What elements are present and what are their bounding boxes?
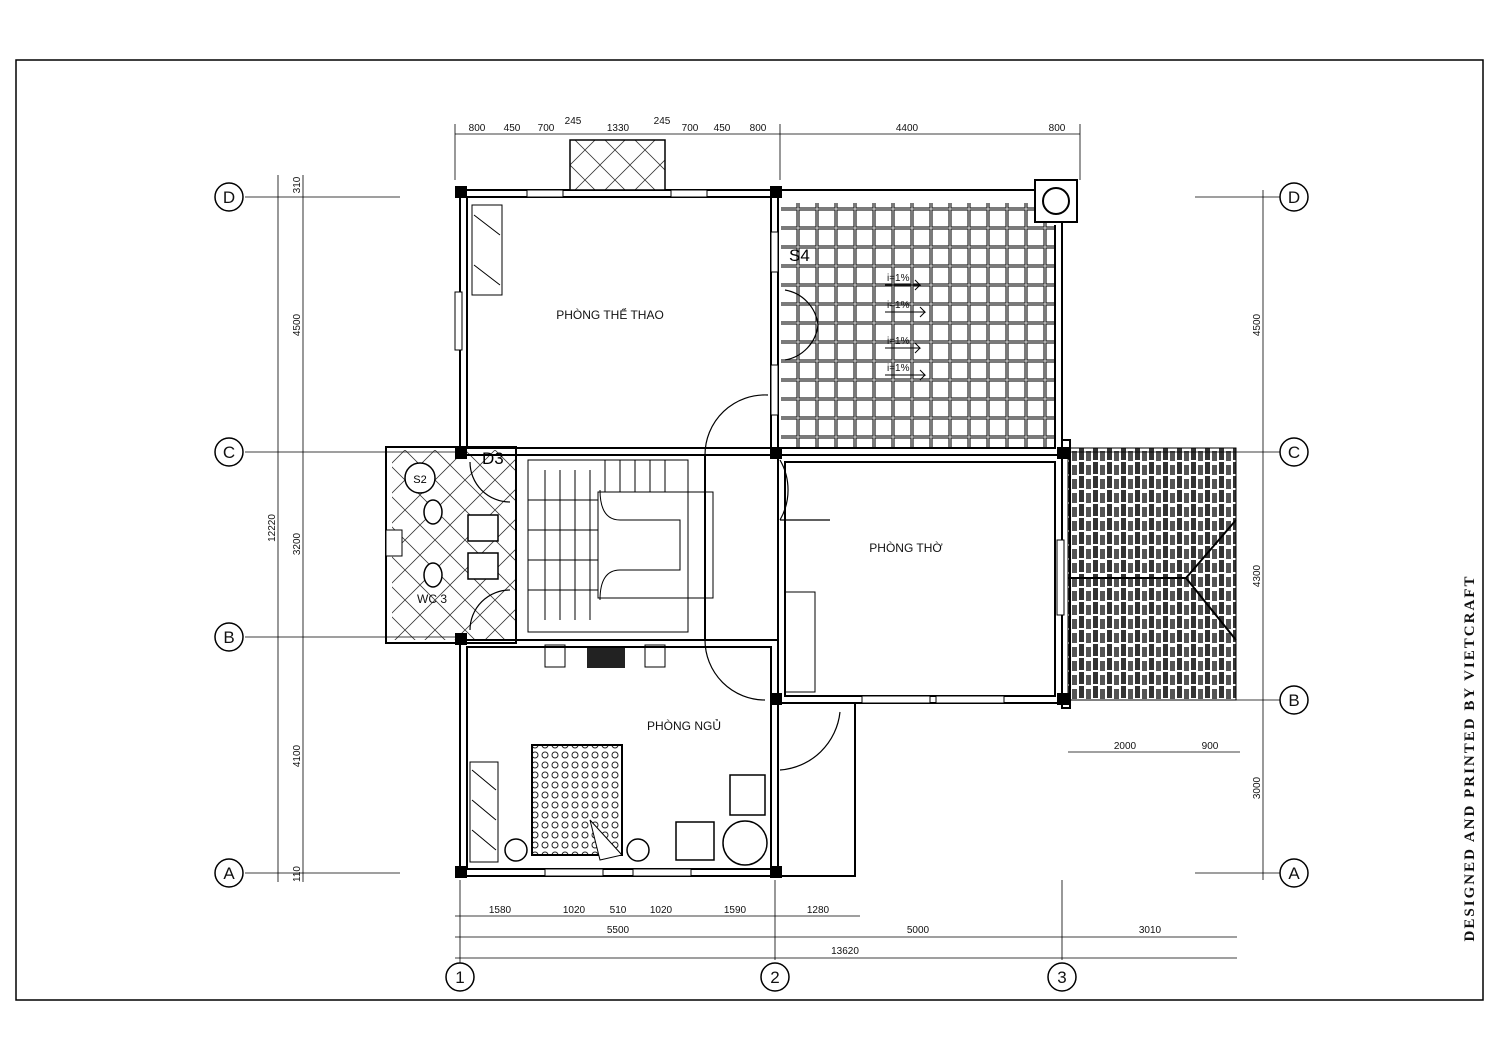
dim-bottom: 1590 bbox=[724, 905, 747, 916]
dim-left: 4500 bbox=[292, 313, 303, 336]
dim-left: 4100 bbox=[292, 744, 303, 767]
grid-bubbles-bottom bbox=[445, 962, 1077, 992]
dims-bottom: 1580 1020 510 1020 1590 1280 5500 5000 3… bbox=[489, 905, 1162, 957]
dim-left: 110 bbox=[292, 866, 303, 882]
dim-bottom: 5000 bbox=[907, 925, 930, 936]
grid-label-c-right: C bbox=[1288, 443, 1300, 462]
dim-left-total: 12220 bbox=[267, 514, 278, 542]
tag-s4: S4 bbox=[789, 246, 810, 265]
armchair-1 bbox=[729, 774, 766, 816]
dim-right: 4300 bbox=[1252, 564, 1263, 587]
wardrobe-sports bbox=[471, 204, 503, 296]
dim-bottom-total: 13620 bbox=[831, 946, 859, 957]
dim-top: 700 bbox=[538, 123, 555, 134]
room-label-wc: WC 3 bbox=[417, 592, 447, 606]
grid-label-b-right: B bbox=[1288, 691, 1299, 710]
dim-left: 310 bbox=[292, 176, 303, 193]
roof-ridge bbox=[1068, 519, 1237, 641]
dim-bottom: 1580 bbox=[489, 905, 512, 916]
dim-bottom: 510 bbox=[610, 905, 627, 916]
wardrobe-bedroom bbox=[469, 761, 499, 863]
room-label-bedroom: PHÒNG NGỦ bbox=[647, 718, 721, 733]
slope-mark: i=1% bbox=[887, 336, 910, 347]
dims-top: 800 450 700 245 1330 245 700 450 800 440… bbox=[469, 116, 1066, 134]
dim-bottom: 5500 bbox=[607, 925, 630, 936]
dim-roof: 2000 bbox=[1114, 741, 1137, 752]
dim-left: 3200 bbox=[292, 532, 303, 555]
room-label-worship: PHÒNG THỜ bbox=[869, 540, 943, 555]
dims-right: 4500 4300 3000 2000 900 bbox=[1114, 313, 1263, 799]
armchair-2 bbox=[675, 821, 715, 861]
grid-label-a: A bbox=[223, 864, 235, 883]
nightstand-lamp-left bbox=[504, 838, 528, 862]
dim-bottom: 3010 bbox=[1139, 925, 1162, 936]
dim-top: 800 bbox=[750, 123, 767, 134]
slope-arrows bbox=[885, 279, 927, 381]
bed-fold bbox=[589, 819, 623, 861]
round-table bbox=[722, 820, 768, 866]
dims-left: 12220 310 4500 3200 4100 110 bbox=[267, 176, 303, 882]
dim-right: 3000 bbox=[1252, 776, 1263, 799]
toilet-2-icon bbox=[423, 562, 443, 588]
bed bbox=[531, 744, 623, 856]
grid-label-d: D bbox=[223, 188, 235, 207]
altar-table bbox=[784, 591, 816, 693]
windows bbox=[385, 189, 1065, 877]
staircase bbox=[527, 459, 714, 633]
top-balcony bbox=[569, 139, 666, 191]
dim-top: 700 bbox=[682, 123, 699, 134]
grid-label-d-right: D bbox=[1288, 188, 1300, 207]
slope-mark: i=1% bbox=[887, 300, 910, 311]
grid-bubbles-left bbox=[214, 182, 244, 888]
dim-roof: 900 bbox=[1202, 741, 1219, 752]
terrace-tile-floor bbox=[781, 203, 1056, 448]
structural-columns bbox=[455, 186, 1069, 878]
dim-top: 800 bbox=[1049, 123, 1066, 134]
grid-bubbles-right bbox=[1279, 182, 1309, 888]
dim-top: 800 bbox=[469, 123, 486, 134]
credit-text: DESIGNED AND PRINTED BY VIETCRAFT bbox=[1462, 575, 1478, 942]
grid-label-1: 1 bbox=[455, 968, 464, 987]
toilet-1-icon bbox=[423, 499, 443, 525]
chimney-flue bbox=[1042, 187, 1070, 215]
slope-mark: i=1% bbox=[887, 273, 910, 284]
sheet-border bbox=[15, 59, 1484, 1001]
grid-label-2: 2 bbox=[770, 968, 779, 987]
slope-mark: i=1% bbox=[887, 363, 910, 374]
door-swings bbox=[469, 289, 841, 771]
grid-label-b: B bbox=[223, 628, 234, 647]
dim-top: 245 bbox=[654, 116, 671, 127]
grid-label-c: C bbox=[223, 443, 235, 462]
dim-top: 450 bbox=[504, 123, 521, 134]
shower-icon bbox=[404, 462, 436, 494]
dim-top: 4400 bbox=[896, 123, 919, 134]
grid-label-a-right: A bbox=[1288, 864, 1300, 883]
sink-2-icon bbox=[467, 552, 499, 580]
chair-right bbox=[644, 644, 666, 668]
dim-top: 450 bbox=[714, 123, 731, 134]
dim-bottom: 1020 bbox=[650, 905, 673, 916]
tag-d3: D3 bbox=[482, 449, 504, 468]
grid-label-3: 3 bbox=[1057, 968, 1066, 987]
tv-cabinet bbox=[587, 648, 625, 668]
dim-bottom: 1020 bbox=[563, 905, 586, 916]
tag-s2: S2 bbox=[413, 474, 426, 486]
chimney bbox=[1034, 179, 1078, 223]
nightstand-lamp-right bbox=[626, 838, 650, 862]
dim-top: 245 bbox=[565, 116, 582, 127]
grid-lines bbox=[245, 124, 1280, 970]
sink-1-icon bbox=[467, 514, 499, 542]
dim-bottom: 1280 bbox=[807, 905, 830, 916]
dim-top: 1330 bbox=[607, 123, 630, 134]
chair-left bbox=[544, 644, 566, 668]
room-label-sports: PHÒNG THỂ THAO bbox=[556, 307, 664, 322]
roof-tiles bbox=[1067, 447, 1237, 701]
dim-right: 4500 bbox=[1252, 313, 1263, 336]
